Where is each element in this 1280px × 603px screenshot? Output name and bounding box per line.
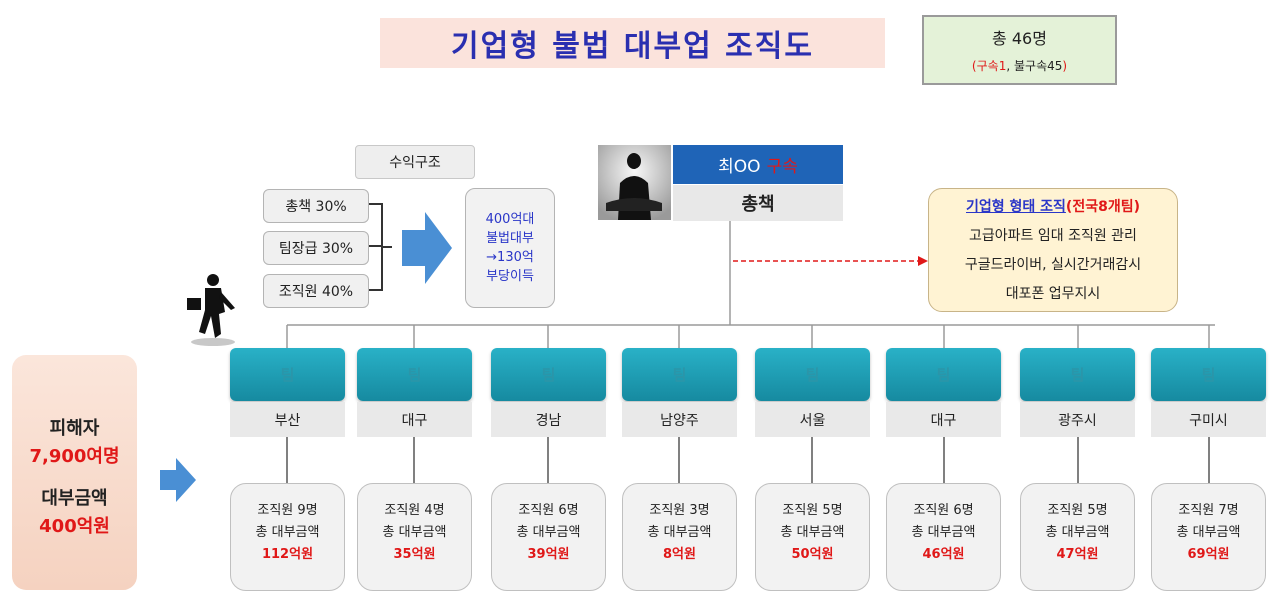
team-head-7: 팀 <box>1020 348 1135 401</box>
paren-close: ) <box>1062 59 1068 73</box>
total-count-box: 총 46명 (구속1, 불구속45) <box>922 15 1117 85</box>
org-headline-text: 기업형 형태 조직 <box>966 199 1066 215</box>
team-stats-8: 조직원 7명 총 대부금액 69억원 <box>1151 483 1266 591</box>
org-headline: 기업형 형태 조직(전국8개팀) <box>929 193 1177 222</box>
team-head-2: 팀 <box>357 348 472 401</box>
organization-info-box: 기업형 형태 조직(전국8개팀) 고급아파트 임대 조직원 관리 구글드라이버,… <box>928 188 1178 312</box>
share-team-leader: 팀장급 30% <box>263 231 369 265</box>
victim-label: 피해자 <box>49 418 100 439</box>
walking-man-icon <box>187 274 235 346</box>
team-head-6: 팀 <box>886 348 1001 401</box>
team-stats-3: 조직원 6명 총 대부금액 39억원 <box>491 483 606 591</box>
team-head-3: 팀 <box>491 348 606 401</box>
team-members: 조직원 4명 <box>384 503 445 518</box>
team-amount-label: 총 대부금액 <box>780 525 845 540</box>
victim-summary-box: 피해자 7,900여명 대부금액 400억원 <box>12 355 137 590</box>
team-members: 조직원 9명 <box>257 503 318 518</box>
team-members: 조직원 5명 <box>1047 503 1108 518</box>
team-members: 조직원 6명 <box>518 503 579 518</box>
org-line-1: 고급아파트 임대 조직원 관리 <box>969 228 1137 244</box>
team-region-1: 부산 <box>230 402 345 437</box>
detention-breakdown: (구속1, 불구속45) <box>924 57 1115 74</box>
team-amount: 35억원 <box>393 547 436 562</box>
boss-name: 최OO <box>718 157 761 177</box>
team-members: 조직원 3명 <box>649 503 710 518</box>
victim-count: 7,900여명 <box>29 446 120 467</box>
team-amount-label: 총 대부금액 <box>647 525 712 540</box>
team-amount: 8억원 <box>663 547 696 562</box>
org-headline-detail: (전국8개팀) <box>1065 199 1140 215</box>
team-head-label: 팀 <box>805 366 820 384</box>
profit-line-2: 불법대부 <box>486 231 534 246</box>
team-amount: 112억원 <box>261 547 314 562</box>
team-stats-2: 조직원 4명 총 대부금액 35억원 <box>357 483 472 591</box>
team-region-4: 남양주 <box>622 402 737 437</box>
paren-open: ( <box>971 59 977 73</box>
team-region-6: 대구 <box>886 402 1001 437</box>
team-head-1: 팀 <box>230 348 345 401</box>
boss-silhouette-image <box>598 145 671 220</box>
team-head-label: 팀 <box>1070 366 1085 384</box>
illegal-profit-box: 400억대 불법대부 →130억 부당이득 <box>465 188 555 308</box>
profit-line-3: →130억 <box>486 250 534 265</box>
team-head-label: 팀 <box>407 366 422 384</box>
team-region-8: 구미시 <box>1151 402 1266 437</box>
profit-line-4: 부당이득 <box>486 269 534 284</box>
team-amount: 50억원 <box>791 547 834 562</box>
team-amount-label: 총 대부금액 <box>516 525 581 540</box>
team-amount-label: 총 대부금액 <box>1176 525 1241 540</box>
team-stats-1: 조직원 9명 총 대부금액 112억원 <box>230 483 345 591</box>
team-members: 조직원 7명 <box>1178 503 1239 518</box>
loan-amount-label: 대부금액 <box>41 488 108 509</box>
org-line-2: 구글드라이버, 실시간거래감시 <box>964 257 1142 273</box>
team-head-label: 팀 <box>541 366 556 384</box>
team-head-label: 팀 <box>280 366 295 384</box>
team-stats-7: 조직원 5명 총 대부금액 47억원 <box>1020 483 1135 591</box>
boss-role: 총책 <box>673 185 843 221</box>
detained-count: 구속1 <box>976 59 1007 73</box>
team-amount-label: 총 대부금액 <box>911 525 976 540</box>
team-head-4: 팀 <box>622 348 737 401</box>
team-head-label: 팀 <box>672 366 687 384</box>
separator: , <box>1006 59 1011 73</box>
team-stats-5: 조직원 5명 총 대부금액 50억원 <box>755 483 870 591</box>
loan-amount: 400억원 <box>39 516 110 537</box>
team-members: 조직원 5명 <box>782 503 843 518</box>
team-head-label: 팀 <box>936 366 951 384</box>
share-boss: 총책 30% <box>263 189 369 223</box>
boss-name-header: 최OO 구속 <box>673 145 843 184</box>
profit-line-1: 400억대 <box>485 212 535 227</box>
team-amount-label: 총 대부금액 <box>1045 525 1110 540</box>
revenue-structure-label: 수익구조 <box>355 145 475 179</box>
team-head-5: 팀 <box>755 348 870 401</box>
team-region-7: 광주시 <box>1020 402 1135 437</box>
team-amount: 47억원 <box>1056 547 1099 562</box>
team-head-label: 팀 <box>1201 366 1216 384</box>
team-region-5: 서울 <box>755 402 870 437</box>
team-region-3: 경남 <box>491 402 606 437</box>
boss-status: 구속 <box>766 157 798 177</box>
team-region-2: 대구 <box>357 402 472 437</box>
total-count: 총 46명 <box>992 29 1047 48</box>
org-line-3: 대포폰 업무지시 <box>1005 286 1101 302</box>
team-amount-label: 총 대부금액 <box>255 525 320 540</box>
team-stats-6: 조직원 6명 총 대부금액 46억원 <box>886 483 1001 591</box>
team-members: 조직원 6명 <box>913 503 974 518</box>
not-detained-count: 불구속45 <box>1013 59 1063 73</box>
team-amount-label: 총 대부금액 <box>382 525 447 540</box>
team-amount: 69억원 <box>1187 547 1230 562</box>
team-amount: 46억원 <box>922 547 965 562</box>
team-stats-4: 조직원 3명 총 대부금액 8억원 <box>622 483 737 591</box>
page-title: 기업형 불법 대부업 조직도 <box>380 18 885 68</box>
team-head-8: 팀 <box>1151 348 1266 401</box>
share-member: 조직원 40% <box>263 274 369 308</box>
team-amount: 39억원 <box>527 547 570 562</box>
